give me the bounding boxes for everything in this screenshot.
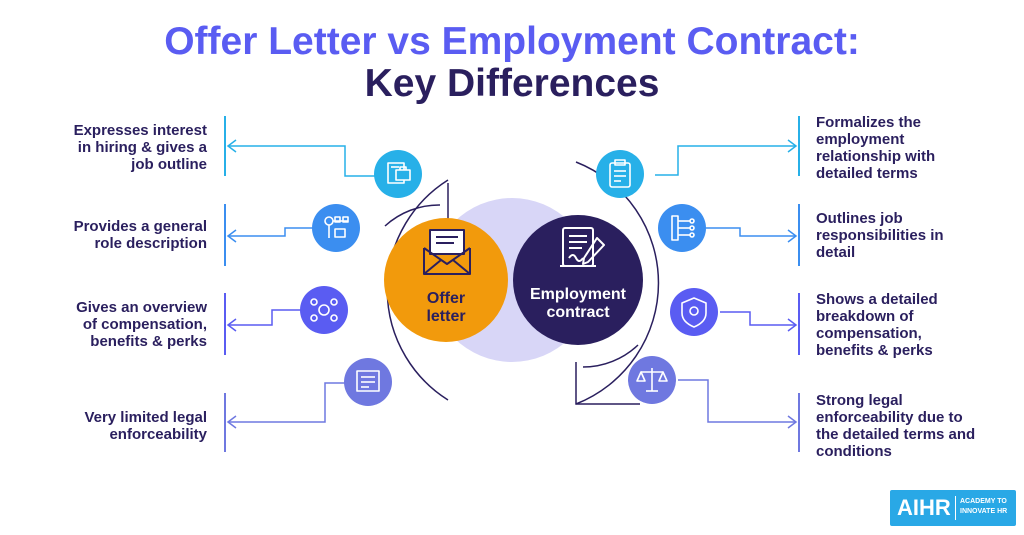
offer-letter-label: Offer letter — [406, 290, 486, 326]
logo-tagline-line-1: ACADEMY TO — [960, 498, 1007, 505]
left-item-1-line-1: Expresses interest — [73, 122, 207, 139]
left-connector-1 — [228, 145, 380, 177]
benefits-icon — [310, 298, 338, 322]
right-icon-circle-1 — [596, 150, 644, 198]
right-item-4-line-3: the detailed terms and — [816, 426, 976, 443]
logo-tagline-line-2: INNOVATE HR — [960, 508, 1008, 515]
right-item-1-line-3: relationship with — [816, 148, 936, 165]
offer-label-line-2: letter — [426, 308, 466, 325]
right-inner-arc — [582, 344, 639, 368]
compensation-shield-icon — [681, 297, 707, 328]
right-item-3-line-4: benefits & perks — [816, 342, 933, 359]
right-item-2-line-1: Outlines job — [816, 210, 903, 227]
right-item-4-line-1: Strong legal — [816, 392, 903, 409]
left-item-4: Very limited legal enforceability — [27, 409, 207, 443]
left-item-4-line-1: Very limited legal — [84, 409, 207, 426]
right-item-1-line-1: Formalizes the — [816, 114, 922, 131]
right-item-2-line-3: detail — [816, 244, 856, 261]
left-connector-3 — [228, 309, 302, 326]
scales-icon — [636, 368, 668, 392]
right-item-4-line-2: enforceability due to — [816, 409, 963, 426]
left-icon-circle-3 — [300, 286, 348, 334]
aihr-logo: AIHR ACADEMY TO INNOVATE HR — [890, 490, 1016, 526]
left-connector-2 — [228, 227, 318, 237]
offer-label-line-1: Offer — [426, 290, 466, 307]
offer-letter-circle — [384, 218, 508, 342]
legal-document-icon — [356, 370, 380, 392]
left-item-3-line-1: Gives an overview — [76, 299, 207, 316]
responsibilities-icon — [671, 215, 695, 241]
envelope-icon — [423, 229, 471, 275]
logo-tagline: ACADEMY TO INNOVATE HR — [960, 497, 1014, 517]
logo-wordmark: AIHR — [897, 495, 951, 520]
contract-pen-icon — [560, 227, 605, 267]
employment-contract-label: Employment contract — [523, 286, 633, 322]
left-item-1: Expresses interest in hiring & gives a j… — [27, 122, 207, 173]
right-item-1-line-2: employment — [816, 131, 905, 148]
left-item-2-line-2: role description — [94, 235, 207, 252]
left-item-1-line-2: in hiring & gives a — [77, 139, 207, 156]
right-connector-4 — [678, 379, 796, 423]
right-arc-stub — [575, 362, 640, 405]
right-item-2: Outlines job responsibilities in detail — [816, 210, 996, 261]
left-item-3-line-3: benefits & perks — [90, 333, 207, 350]
left-item-2-line-1: Provides a general — [73, 218, 207, 235]
left-connector-4 — [228, 382, 346, 423]
right-item-1-line-4: detailed terms — [816, 165, 918, 182]
right-item-3: Shows a detailed breakdown of compensati… — [816, 291, 996, 359]
title-line-1: Offer Letter vs Employment Contract: — [164, 20, 860, 63]
right-icon-circle-3 — [670, 288, 718, 336]
left-item-3-line-2: of compensation, — [82, 316, 207, 333]
right-item-2-line-2: responsibilities in — [816, 227, 944, 244]
right-item-3-line-3: compensation, — [816, 325, 922, 342]
role-chart-icon — [324, 216, 349, 238]
right-item-3-line-1: Shows a detailed — [816, 291, 938, 308]
left-icon-circle-2 — [312, 204, 360, 252]
right-item-4-line-4: conditions — [816, 443, 892, 460]
employment-contract-circle — [513, 215, 643, 345]
right-item-1: Formalizes the employment relationship w… — [816, 114, 996, 182]
logo-divider — [955, 496, 956, 520]
left-inner-arc — [384, 204, 441, 227]
contract-label-line-2: contract — [546, 304, 610, 321]
right-item-3-line-2: breakdown of — [816, 308, 914, 325]
contract-label-line-1: Employment — [529, 286, 626, 303]
right-connector-2 — [706, 227, 796, 237]
right-connector-3 — [720, 311, 796, 326]
left-item-1-line-3: job outline — [131, 156, 207, 173]
title-line-2: Key Differences — [364, 62, 660, 105]
left-item-2: Provides a general role description — [27, 218, 207, 252]
right-item-4: Strong legal enforceability due to the d… — [816, 392, 1016, 460]
clipboard-icon — [609, 159, 631, 188]
briefcase-document-icon — [387, 162, 411, 184]
left-item-4-line-2: enforceability — [109, 426, 207, 443]
left-item-3: Gives an overview of compensation, benef… — [27, 299, 207, 350]
right-connector-1 — [655, 145, 796, 176]
